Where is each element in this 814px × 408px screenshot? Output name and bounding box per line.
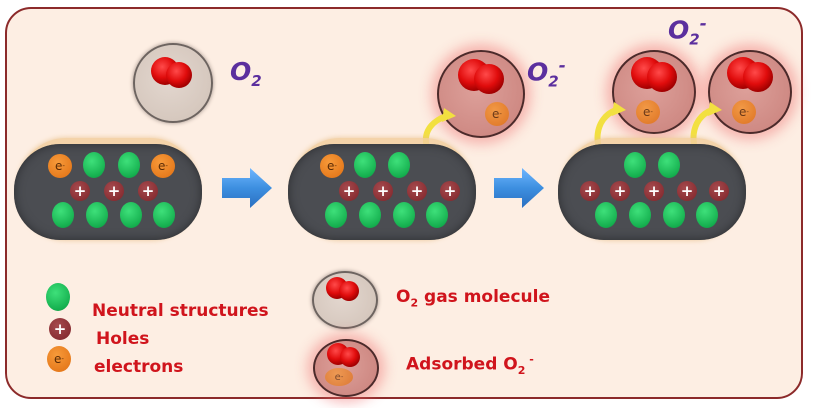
electron: e- bbox=[325, 368, 353, 386]
right-arrow-icon bbox=[494, 168, 544, 208]
electron: e- bbox=[485, 102, 509, 126]
legend-adsorbed-label: Adsorbed O2 - bbox=[406, 353, 534, 378]
neutral-structure bbox=[325, 202, 347, 228]
o2-ion-label: O2- bbox=[527, 56, 566, 91]
hole: + bbox=[644, 181, 664, 201]
hole: + bbox=[70, 181, 90, 201]
neutral-structure bbox=[359, 202, 381, 228]
electron: e- bbox=[320, 154, 344, 178]
o2-molecule-icon bbox=[326, 277, 359, 301]
neutral-structure bbox=[696, 202, 718, 228]
electron: e- bbox=[48, 154, 72, 178]
neutral-structure bbox=[120, 202, 142, 228]
hole: + bbox=[610, 181, 630, 201]
material-slab-stage-2: e- + + + + bbox=[288, 138, 476, 240]
hole: + bbox=[339, 181, 359, 201]
neutral-structure bbox=[118, 152, 140, 178]
neutral-structure bbox=[354, 152, 376, 178]
neutral-structure bbox=[52, 202, 74, 228]
o2-molecule-icon bbox=[327, 343, 360, 367]
neutral-structure bbox=[388, 152, 410, 178]
adsorbed-o2-molecule: e- bbox=[612, 50, 696, 134]
o2-ion-label: O2- bbox=[668, 14, 707, 49]
hole: + bbox=[709, 181, 729, 201]
neutral-structure bbox=[83, 152, 105, 178]
legend-adsorbed-icon: e- bbox=[313, 339, 379, 397]
legend-electron-icon: e- bbox=[47, 346, 71, 372]
legend-hole-label: Holes bbox=[96, 329, 150, 349]
adsorbed-o2-molecule: e- bbox=[708, 50, 792, 134]
legend-neutral-label: Neutral structures bbox=[92, 301, 269, 321]
hole: + bbox=[677, 181, 697, 201]
material-slab-stage-3: + + + + + bbox=[558, 138, 746, 240]
o2-molecule-icon bbox=[458, 59, 504, 94]
neutral-structure bbox=[393, 202, 415, 228]
legend-gas-label: O2 gas molecule bbox=[396, 287, 550, 310]
neutral-structure bbox=[658, 152, 680, 178]
o2-gas-molecule bbox=[133, 43, 213, 123]
legend-electron-label: electrons bbox=[94, 357, 184, 377]
hole: + bbox=[138, 181, 158, 201]
hole: + bbox=[440, 181, 460, 201]
electron: e- bbox=[732, 100, 756, 124]
hole: + bbox=[373, 181, 393, 201]
electron: e- bbox=[636, 100, 660, 124]
o2-molecule-icon bbox=[727, 57, 773, 92]
o2-label: O2 bbox=[230, 57, 262, 90]
adsorbed-o2-molecule: e- bbox=[437, 50, 525, 138]
legend-neutral-icon bbox=[46, 283, 70, 311]
right-arrow-icon bbox=[222, 168, 272, 208]
legend-gas-icon bbox=[312, 271, 378, 329]
hole: + bbox=[104, 181, 124, 201]
o2-molecule-icon bbox=[151, 57, 192, 88]
material-slab-stage-1: e- e- + + + bbox=[14, 138, 202, 240]
neutral-structure bbox=[86, 202, 108, 228]
neutral-structure bbox=[629, 202, 651, 228]
neutral-structure bbox=[153, 202, 175, 228]
neutral-structure bbox=[624, 152, 646, 178]
neutral-structure bbox=[595, 202, 617, 228]
neutral-structure bbox=[426, 202, 448, 228]
neutral-structure bbox=[663, 202, 685, 228]
electron: e- bbox=[151, 154, 175, 178]
legend-hole-icon: + bbox=[49, 318, 71, 340]
o2-molecule-icon bbox=[631, 57, 677, 92]
hole: + bbox=[407, 181, 427, 201]
hole: + bbox=[580, 181, 600, 201]
